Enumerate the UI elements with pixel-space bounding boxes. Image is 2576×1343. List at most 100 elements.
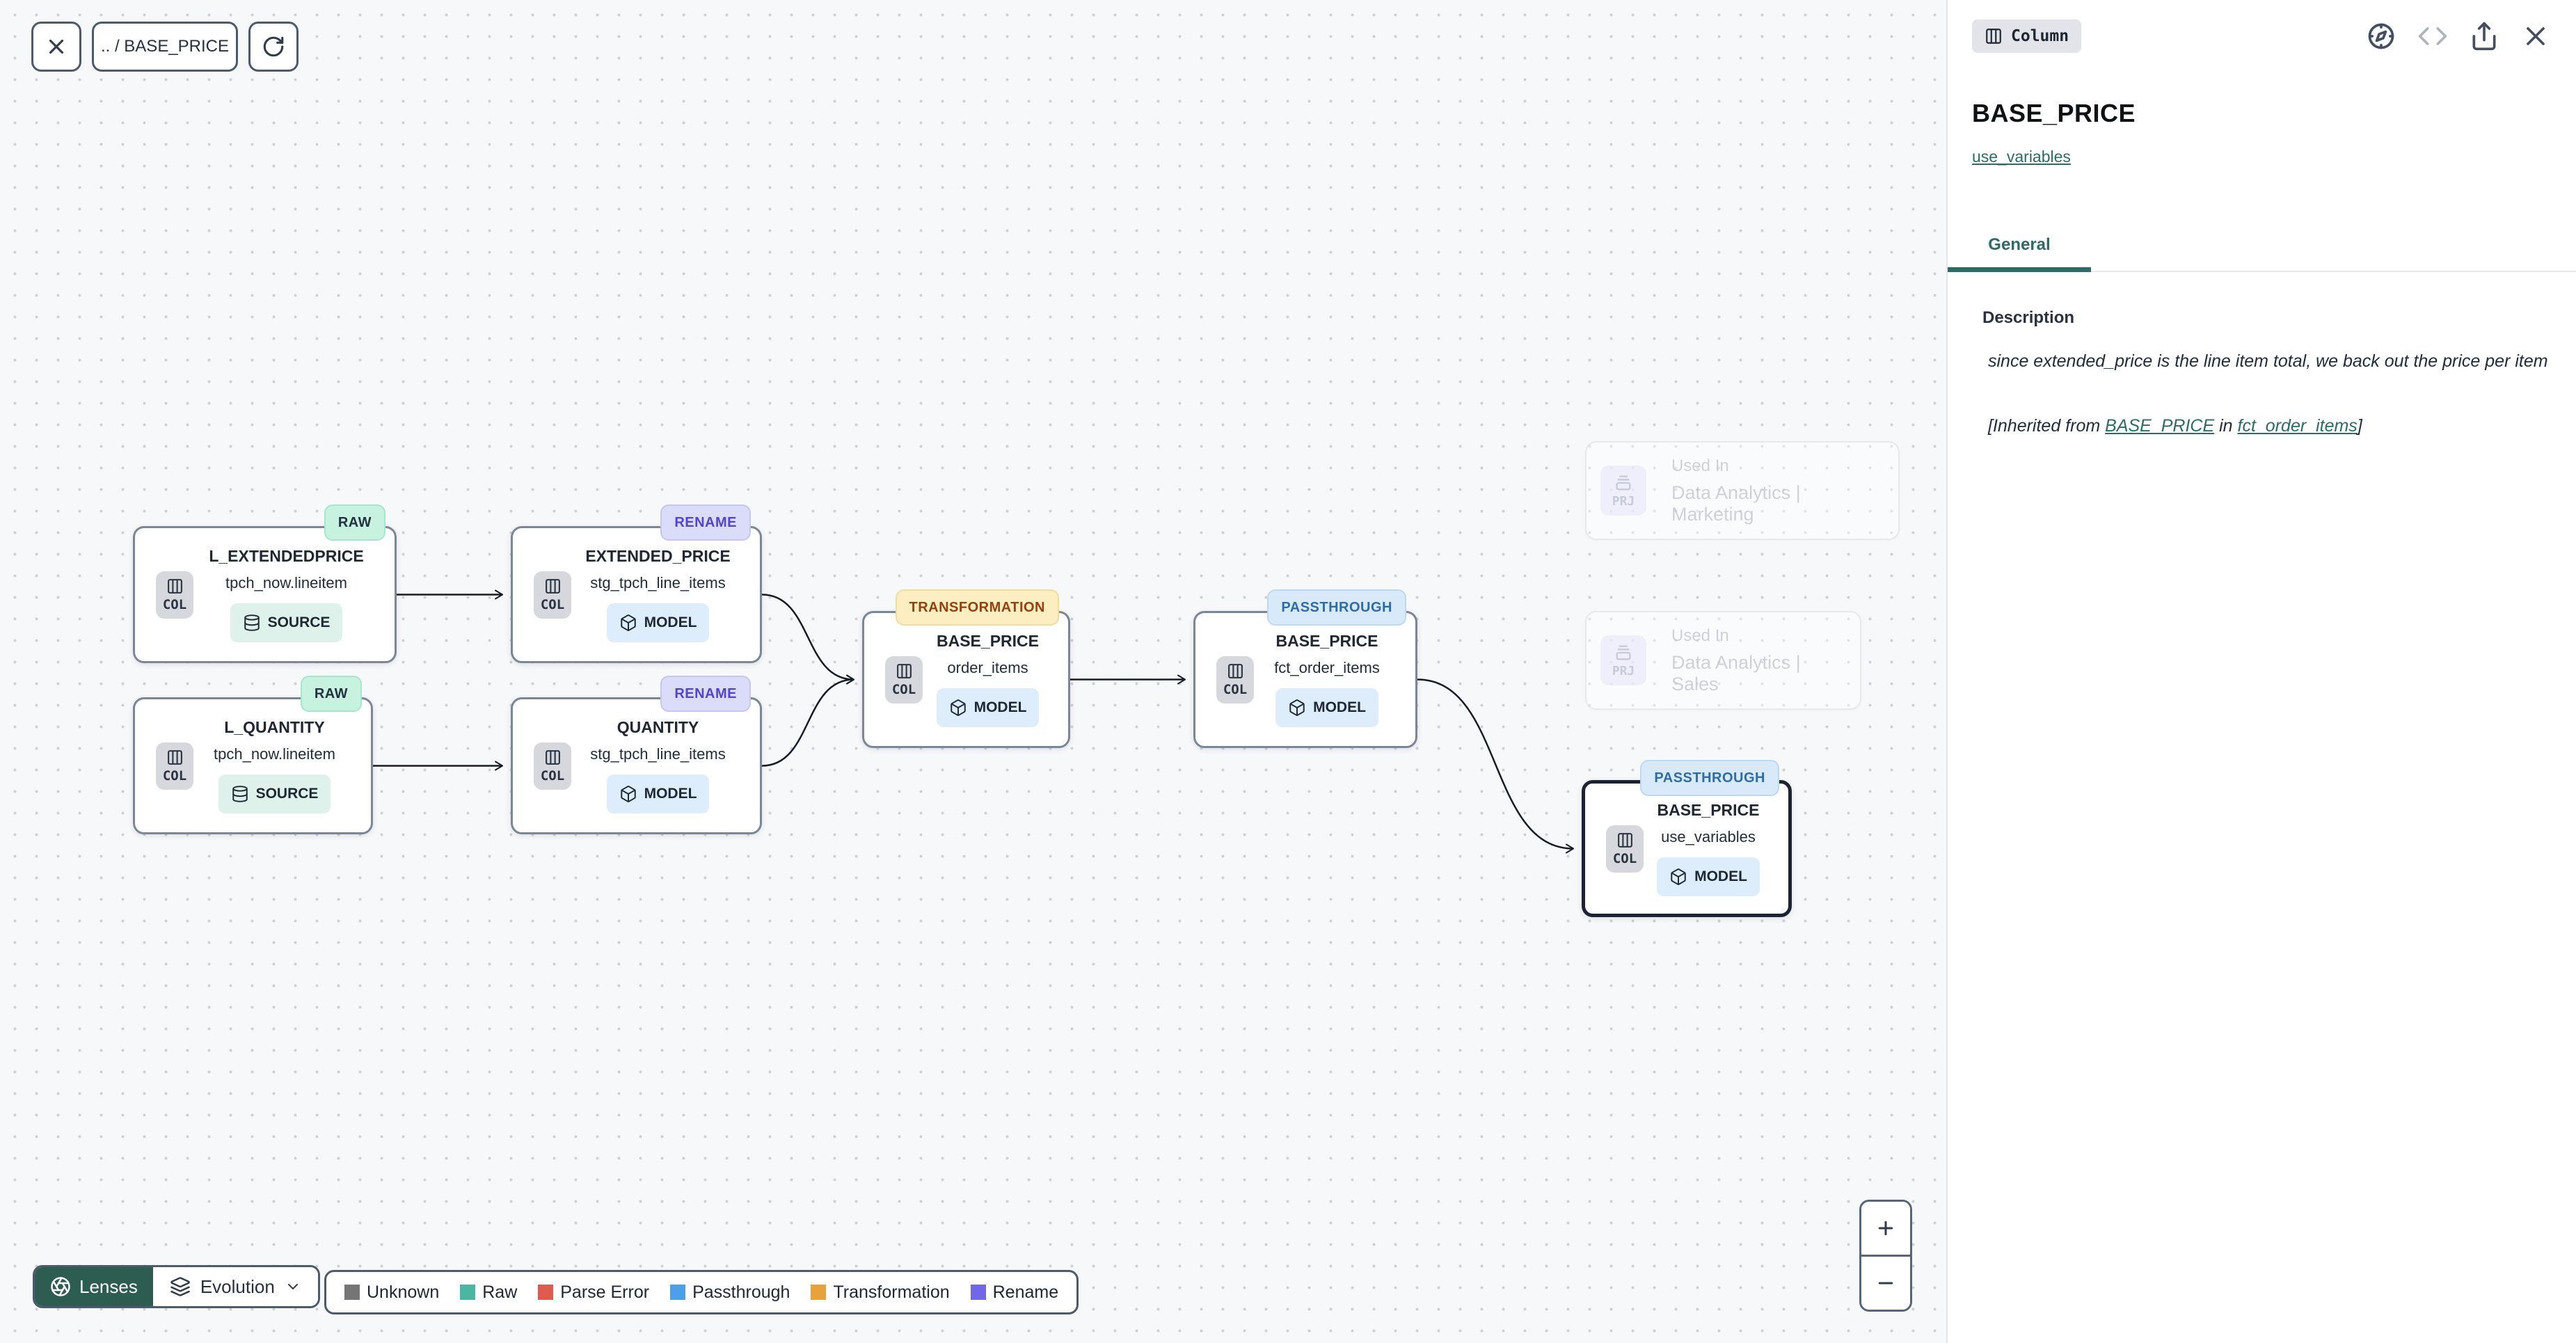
lineage-node[interactable]: RAW COL L_EXTENDEDPRICE tpch_now.lineite… (133, 504, 397, 663)
description-heading: Description (1982, 308, 2075, 327)
legend-item: Parse Error (538, 1282, 649, 1303)
legend-color-swatch (460, 1285, 476, 1300)
compass-icon (2368, 23, 2394, 49)
node-subtitle: stg_tpch_line_items (590, 574, 726, 591)
columns-icon (545, 578, 560, 594)
lineage-node[interactable]: PASSTHROUGH COL BASE_PRICE use_variables (1582, 760, 1792, 917)
legend-label: Raw (482, 1282, 518, 1302)
description-inherited: [Inherited from BASE_PRICE in fct_order_… (1988, 416, 2576, 436)
lineage-node[interactable]: RAW COL L_QUANTITY tpch_now.lineitem (133, 676, 373, 834)
close-lineage-button[interactable] (31, 22, 81, 72)
x-icon (49, 39, 64, 54)
columns-icon (1617, 832, 1632, 848)
lineage-node[interactable]: TRANSFORMATION COL BASE_PRICE order_item… (862, 589, 1070, 748)
lens-mode-label: Evolution (200, 1276, 275, 1297)
lenses-button[interactable]: Lenses (35, 1267, 153, 1306)
refresh-icon (263, 36, 284, 57)
column-kind-chip: COL (1216, 655, 1254, 704)
zoom-controls (1859, 1200, 1912, 1312)
node-kind-label: COL (162, 768, 187, 784)
legend-label: Transformation (833, 1282, 950, 1302)
refresh-button[interactable] (248, 22, 299, 72)
model-link[interactable]: use_variables (1972, 148, 2071, 166)
zoom-divider (1861, 1255, 1910, 1257)
inherited-middle: in (2214, 416, 2238, 436)
used-in-text: Used In Data Analytics | Sales (1671, 626, 1846, 695)
node-title: BASE_PRICE (937, 632, 1039, 650)
node-type-chip: MODEL (936, 688, 1040, 727)
project-chip: PRJ (1600, 635, 1646, 685)
lineage-node[interactable]: PASSTHROUGH COL BASE_PRICE fct_order_ite… (1193, 589, 1417, 748)
node-subtitle: stg_tpch_line_items (590, 745, 726, 763)
node-text: BASE_PRICE use_variables MODEL (1644, 801, 1773, 896)
panel-tabs: General (1948, 224, 2576, 272)
node-title: QUANTITY (617, 718, 699, 736)
description-body: since extended_price is the line item to… (1988, 351, 2548, 371)
inherited-model-link[interactable]: fct_order_items (2237, 416, 2358, 436)
node-type-chip: MODEL (606, 774, 710, 813)
tab-general[interactable]: General (1948, 224, 2091, 272)
node-kind-label: COL (162, 596, 187, 612)
legend-color-swatch (811, 1285, 827, 1300)
node-operation-badge: PASSTHROUGH (1267, 589, 1406, 626)
column-kind-chip: COL (156, 571, 193, 619)
lineage-edge (1417, 678, 1574, 854)
node-body: COL QUANTITY stg_tpch_line_items MODEL (513, 699, 760, 832)
breadcrumb-button[interactable]: .. / BASE_PRICE (92, 22, 238, 72)
used-in-node[interactable]: PRJ Used In Data Analytics | Marketing (1585, 441, 1900, 540)
lineage-node[interactable]: RENAME COL QUANTITY stg_tpch_line_items (511, 676, 762, 834)
node-body: COL L_QUANTITY tpch_now.lineitem SOURCE (135, 699, 371, 832)
node-type-label: SOURCE (267, 614, 331, 630)
column-kind-chip: COL (534, 742, 571, 790)
entity-type-label: Column (2011, 27, 2069, 45)
column-kind-chip: COL (156, 742, 193, 790)
node-text: QUANTITY stg_tpch_line_items MODEL (571, 718, 745, 813)
columns-icon (896, 663, 912, 678)
column-kind-chip: COL (534, 571, 571, 619)
used-in-name: Data Analytics | Marketing (1671, 482, 1801, 525)
aperture-icon (51, 1277, 70, 1296)
node-type-label: MODEL (644, 614, 697, 630)
legend-item: Passthrough (670, 1282, 790, 1303)
used-in-name: Data Analytics | Sales (1671, 651, 1801, 694)
node-type-chip: MODEL (606, 603, 710, 642)
plus-icon (1878, 1221, 1893, 1236)
box-icon (1289, 699, 1305, 716)
node-operation-badge: RENAME (660, 504, 751, 541)
inherited-column-link[interactable]: BASE_PRICE (2105, 416, 2215, 436)
chevron-down-icon (287, 1284, 298, 1289)
code-view-button[interactable] (2416, 19, 2449, 53)
zoom-out-button[interactable] (1861, 1257, 1910, 1310)
close-panel-button[interactable] (2519, 19, 2552, 53)
node-text: BASE_PRICE order_items MODEL (923, 632, 1053, 727)
node-type-label: MODEL (1313, 699, 1366, 715)
zoom-in-button[interactable] (1861, 1202, 1910, 1255)
breadcrumb: .. / BASE_PRICE (100, 37, 230, 56)
stack-icon (1616, 475, 1631, 490)
node-title: L_QUANTITY (224, 718, 325, 736)
columns-icon (1227, 663, 1243, 678)
box-icon (950, 699, 966, 716)
node-body: COL BASE_PRICE use_variables MODEL (1585, 784, 1788, 914)
project-kind-label: PRJ (1612, 663, 1635, 678)
node-type-chip: MODEL (1657, 857, 1760, 896)
node-type-label: MODEL (644, 786, 697, 802)
box-icon (620, 786, 636, 802)
node-kind-label: COL (540, 596, 565, 612)
node-type-label: MODEL (1694, 868, 1747, 884)
share-button[interactable] (2467, 19, 2501, 53)
box-icon (620, 614, 636, 631)
lineage-node[interactable]: RENAME COL EXTENDED_PRICE stg_tpch_line_… (511, 504, 762, 663)
explore-button[interactable] (2364, 19, 2398, 53)
used-in-node[interactable]: PRJ Used In Data Analytics | Sales (1585, 611, 1861, 710)
node-kind-label: COL (1612, 850, 1637, 866)
node-subtitle: tpch_now.lineitem (225, 574, 347, 591)
stack-icon (1616, 645, 1631, 660)
legend-item: Transformation (811, 1282, 950, 1303)
project-kind-label: PRJ (1612, 493, 1635, 509)
page-title: BASE_PRICE (1972, 99, 2136, 127)
node-body: COL BASE_PRICE fct_order_items MODEL (1195, 613, 1415, 746)
lens-mode-dropdown[interactable]: Evolution (152, 1267, 318, 1306)
legend-label: Passthrough (692, 1282, 790, 1302)
legend-color-swatch (970, 1285, 986, 1300)
